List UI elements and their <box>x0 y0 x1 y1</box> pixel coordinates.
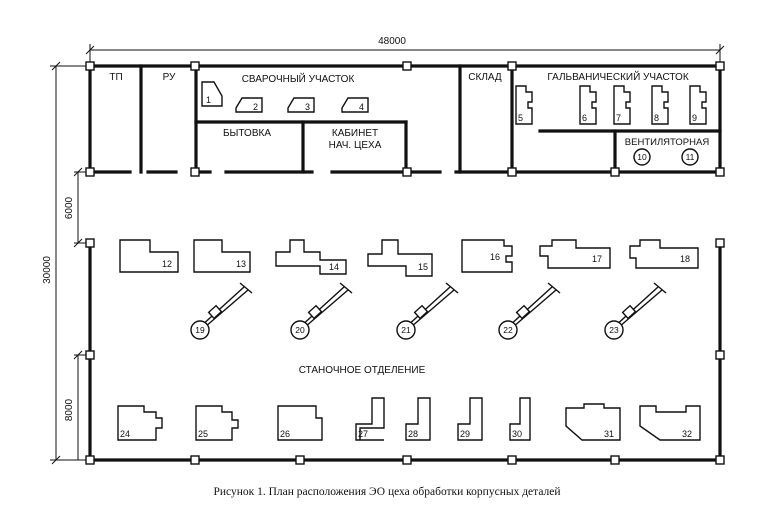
cranes <box>190 282 667 340</box>
room-label-ventilation: ВЕНТИЛЯТОРНАЯ <box>625 137 710 148</box>
equip-label-19: 19 <box>195 325 205 335</box>
equip-label-22: 22 <box>503 325 513 335</box>
equip-label-32: 32 <box>682 429 692 439</box>
machine-24 <box>117 405 163 441</box>
equip-label-29: 29 <box>460 429 470 439</box>
equip-label-5: 5 <box>518 113 523 123</box>
equip-label-26: 26 <box>280 429 290 439</box>
equip-label-31: 31 <box>604 429 614 439</box>
dim-aisle: 6000 <box>64 196 75 219</box>
equip-label-24: 24 <box>120 429 130 439</box>
machine-25 <box>195 405 239 441</box>
welding-unit-4 <box>341 97 369 113</box>
floor-plan: 48000 30000 6000 8000 <box>42 36 725 465</box>
crane-22 <box>498 282 561 340</box>
welding-unit-2 <box>235 97 263 113</box>
room-label-utility: БЫТОВКА <box>223 128 271 139</box>
galvanic-bath-6 <box>579 85 597 125</box>
machine-29 <box>457 397 483 441</box>
dim-height: 30000 <box>42 256 53 284</box>
galvanic-bath-5 <box>515 85 533 125</box>
machine-30 <box>509 397 531 441</box>
crane-20 <box>290 282 353 340</box>
machines-lower-row <box>117 397 701 441</box>
equip-label-10: 10 <box>637 152 647 162</box>
dimension-lines <box>50 44 725 465</box>
equip-label-15: 15 <box>418 262 428 272</box>
equip-label-27: 27 <box>358 429 368 439</box>
equip-label-21: 21 <box>401 325 411 335</box>
equip-label-14: 14 <box>329 262 339 272</box>
equip-label-6: 6 <box>582 113 587 123</box>
machine-31 <box>565 403 621 441</box>
welding-unit-3 <box>287 97 315 113</box>
crane-23 <box>604 282 667 340</box>
dim-width: 48000 <box>378 36 406 47</box>
room-label-ru: РУ <box>163 72 176 83</box>
machine-15 <box>367 239 433 277</box>
equip-label-20: 20 <box>295 325 305 335</box>
equip-label-3: 3 <box>305 102 310 112</box>
crane-19 <box>190 282 253 340</box>
equip-label-25: 25 <box>198 429 208 439</box>
galvanic-baths <box>515 85 707 125</box>
room-label-office-2: НАЧ. ЦЕХА <box>329 140 382 151</box>
equip-label-12: 12 <box>162 259 172 269</box>
galvanic-bath-7 <box>613 85 631 125</box>
equip-label-13: 13 <box>236 259 246 269</box>
welding-unit-1 <box>201 81 223 107</box>
machine-18 <box>629 239 699 269</box>
dim-bottom-bay: 8000 <box>64 398 75 421</box>
figure-caption: Рисунок 1. План расположения ЭО цеха обр… <box>213 486 561 498</box>
crane-21 <box>396 282 459 340</box>
room-label-galvanic: ГАЛЬВАНИЧЕСКИЙ УЧАСТОК <box>547 70 689 83</box>
equip-label-8: 8 <box>654 113 659 123</box>
machine-27 <box>355 397 385 441</box>
machine-12 <box>119 239 179 273</box>
equip-label-11: 11 <box>686 152 695 162</box>
equip-label-4: 4 <box>359 102 364 112</box>
equip-label-23: 23 <box>609 325 619 335</box>
fan-10 <box>633 148 651 166</box>
room-label-welding: СВАРОЧНЫЙ УЧАСТОК <box>242 72 355 85</box>
equip-label-9: 9 <box>692 113 697 123</box>
machine-28 <box>405 397 431 441</box>
machine-17 <box>539 239 611 269</box>
fan-11 <box>681 148 699 166</box>
fans <box>633 148 699 166</box>
galvanic-bath-8 <box>651 85 669 125</box>
machine-14 <box>275 239 347 275</box>
machines-upper-row <box>119 239 699 277</box>
machine-16 <box>461 239 513 273</box>
equip-label-28: 28 <box>408 429 418 439</box>
room-label-tp: ТП <box>109 72 122 83</box>
welding-equipment <box>201 81 369 113</box>
equip-label-2: 2 <box>253 102 258 112</box>
equip-label-7: 7 <box>616 113 621 123</box>
equip-label-17: 17 <box>592 254 602 264</box>
columns <box>85 61 725 465</box>
equip-label-18: 18 <box>680 254 690 264</box>
equip-label-1: 1 <box>206 95 211 105</box>
equip-label-16: 16 <box>490 252 500 262</box>
galvanic-bath-9 <box>689 85 707 125</box>
room-label-office-1: КАБИНЕТ <box>332 128 378 139</box>
room-label-storage: СКЛАД <box>468 72 502 83</box>
machine-26 <box>277 405 323 441</box>
machine-32 <box>639 405 701 441</box>
machine-13 <box>193 239 251 273</box>
room-label-machine-shop: СТАНОЧНОЕ ОТДЕЛЕНИЕ <box>299 365 426 376</box>
equip-label-30: 30 <box>512 429 522 439</box>
